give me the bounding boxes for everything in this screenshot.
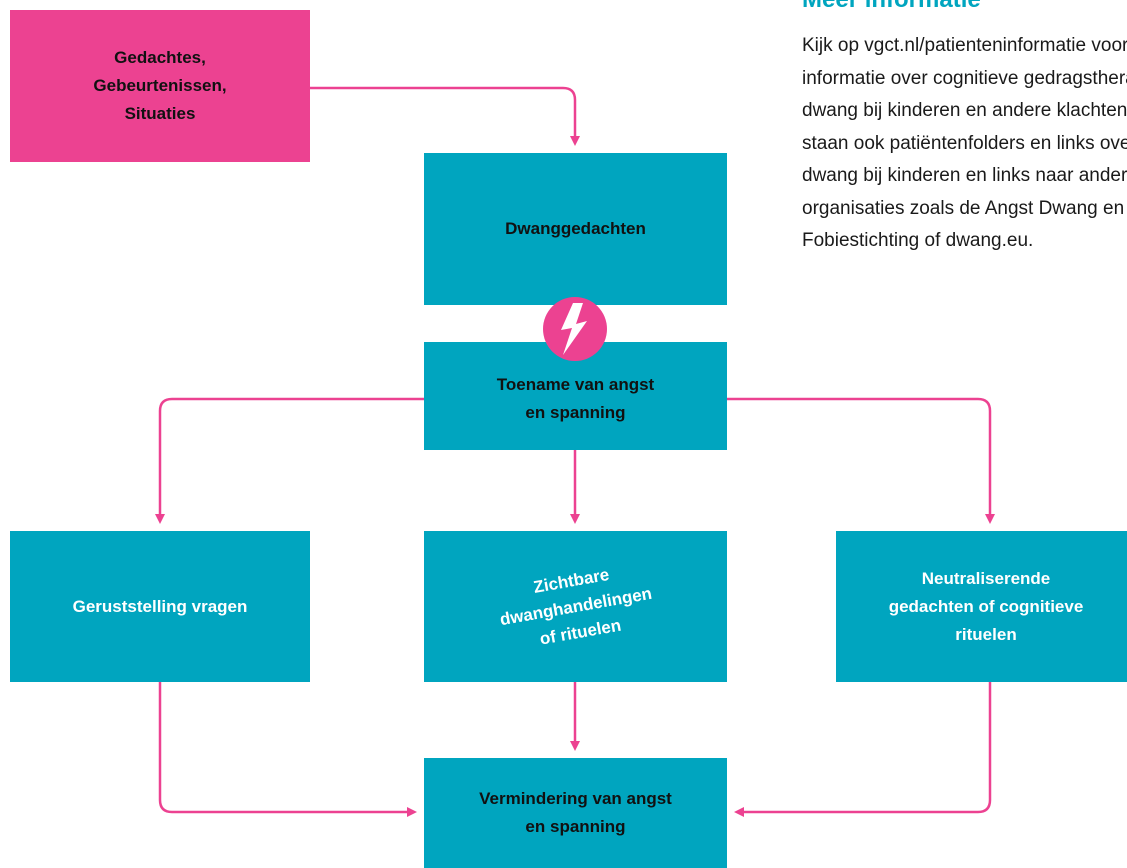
box-gedachtes-label: Gedachtes, Gebeurtenissen, Situaties: [93, 48, 227, 123]
info-line: Fobiestichting of dwang.eu.: [802, 230, 1034, 251]
box-dwanggedachten: Dwanggedachten: [424, 153, 727, 305]
lightning-bolt-icon: [543, 297, 607, 361]
arrow-toename-to-neutraliserende: [727, 397, 995, 524]
info-body: Kijk op vgct.nl/patienteninformatie voor…: [802, 30, 1127, 258]
arrow-neutraliserende-to-vermindering: [734, 682, 992, 817]
box-dwanggedachten-label: Dwanggedachten: [505, 219, 646, 238]
box-neutraliserende-label: Neutraliserende gedachten of cognitieve …: [888, 568, 1084, 644]
box-geruststelling: Geruststelling vragen: [10, 531, 310, 682]
box-vermindering-label: Vermindering van angst en spanning: [479, 789, 672, 836]
box-geruststelling-label: Geruststelling vragen: [72, 596, 248, 616]
box-vermindering-angst: Vermindering van angst en spanning: [424, 758, 727, 868]
info-line: dwang bij kinderen en links naar andere: [802, 165, 1127, 186]
box-toename-label: Toename van angst en spanning: [496, 375, 655, 422]
box-toename-angst: Toename van angst en spanning: [424, 342, 727, 450]
box-gedachtes-gebeurtenissen-situaties: Gedachtes, Gebeurtenissen, Situaties: [10, 10, 310, 162]
info-panel: Meer informatie Kijk op vgct.nl/patiente…: [802, 0, 1127, 300]
info-line: dwang bij kinderen en andere klachten. H…: [802, 100, 1127, 121]
info-title: Meer informatie: [802, 0, 981, 14]
info-line: organisaties zoals de Angst Dwang en: [802, 197, 1125, 219]
arrow-toename-to-geruststelling: [155, 397, 424, 524]
info-line: Kijk op vgct.nl/patienteninformatie voor: [802, 35, 1127, 56]
arrow-gedachtes-to-dwanggedachten: [310, 86, 580, 146]
box-neutraliserende-gedachten: Neutraliserende gedachten of cognitieve …: [836, 531, 1127, 682]
box-zichtbare-dwanghandelingen: Zichtbare dwanghandelingen of rituelen: [424, 531, 727, 682]
info-line: staan ook patiëntenfolders en links over: [802, 132, 1127, 154]
arrow-geruststelling-to-vermindering: [158, 682, 417, 817]
info-line: informatie over cognitieve gedragstherap…: [802, 67, 1127, 89]
box-zichtbare-label: Zichtbare dwanghandelingen of rituelen: [497, 564, 653, 649]
